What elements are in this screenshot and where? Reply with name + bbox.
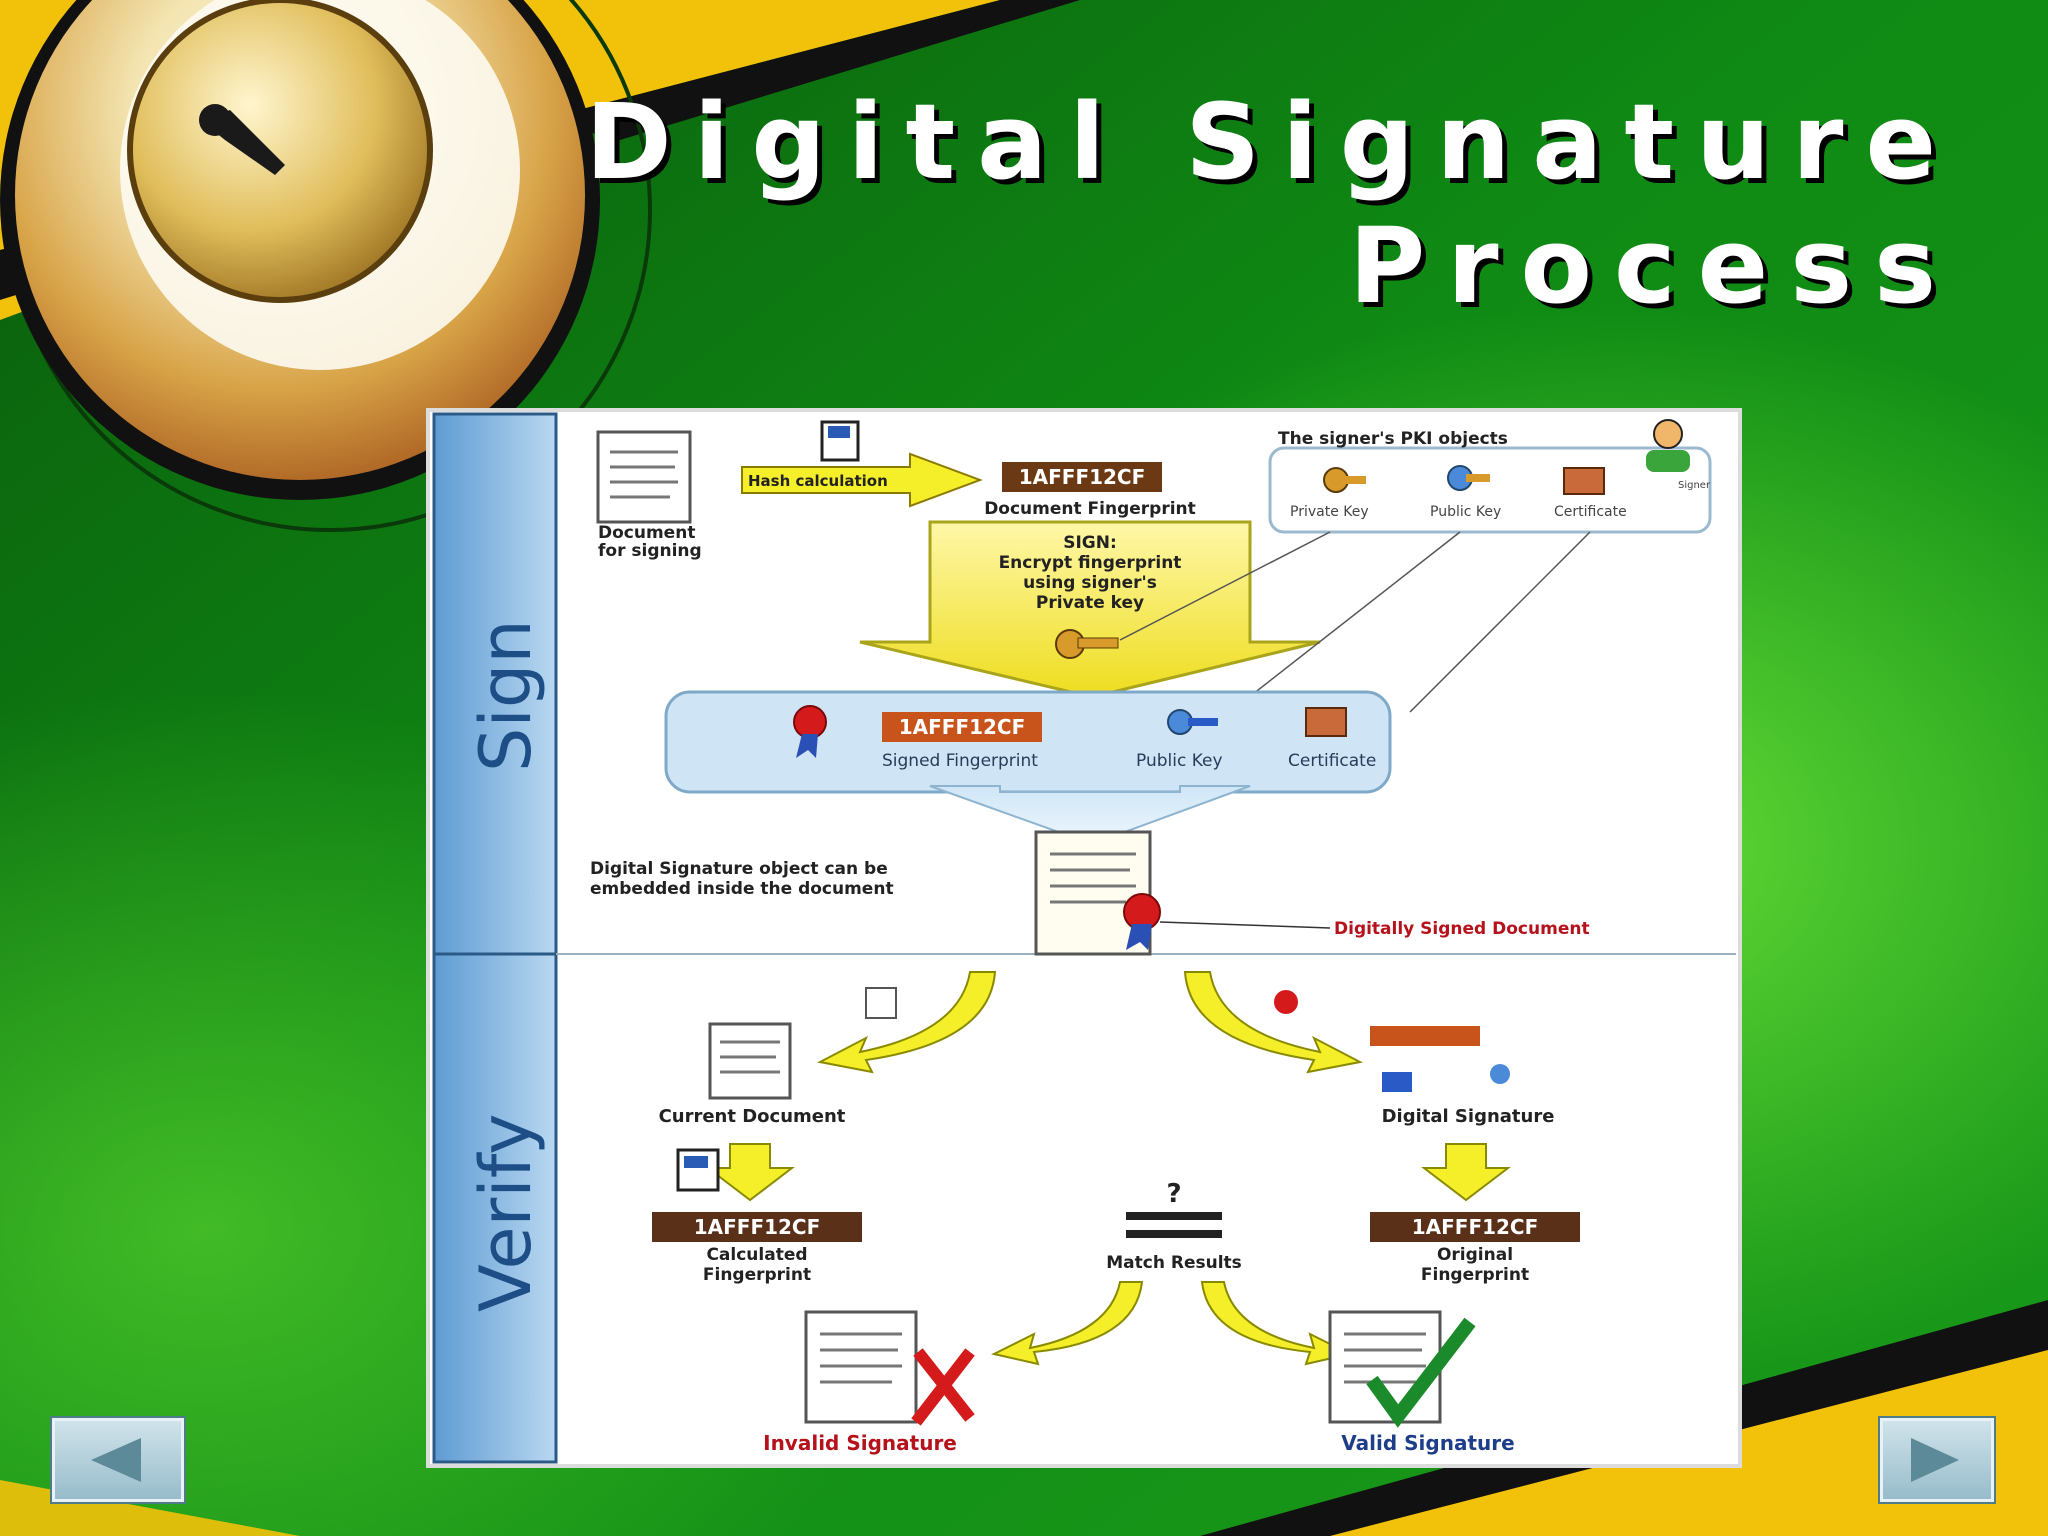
title-line-2: Process xyxy=(585,204,1958,328)
private-key-label: Private Key xyxy=(1290,504,1369,520)
sign-step-line1: SIGN: xyxy=(1063,533,1117,553)
down-arrow-right xyxy=(1424,1144,1508,1200)
sign-step-line3: using signer's xyxy=(1023,573,1157,593)
document-icon xyxy=(598,432,690,522)
mini-public-key-icon xyxy=(1490,1064,1510,1084)
equals-bar-bottom xyxy=(1126,1230,1222,1238)
triangle-right-icon xyxy=(1883,1421,1991,1499)
down-arrow-left xyxy=(708,1144,792,1200)
invalid-document-icon xyxy=(806,1312,916,1422)
calculator-icon xyxy=(822,422,858,460)
equals-bar-top xyxy=(1126,1212,1222,1220)
original-fingerprint-line1: Original xyxy=(1437,1245,1513,1265)
embed-note-line2: embedded inside the document xyxy=(590,879,894,899)
curved-arrow-left xyxy=(820,972,995,1072)
signed-fingerprint-label: Signed Fingerprint xyxy=(882,751,1038,771)
public-key-label-2: Public Key xyxy=(1136,751,1223,771)
match-results-label: Match Results xyxy=(1106,1253,1242,1273)
sign-step-line2: Encrypt fingerprint xyxy=(999,553,1182,573)
calculated-fingerprint-value: 1AFFF12CF xyxy=(694,1215,821,1239)
calculated-fingerprint-line2: Fingerprint xyxy=(703,1265,811,1285)
signed-document-icon xyxy=(1036,832,1160,954)
signer-label: Signer xyxy=(1678,480,1711,491)
original-fingerprint-line2: Fingerprint xyxy=(1421,1265,1529,1285)
embed-note-line1: Digital Signature object can be xyxy=(590,859,888,879)
document-for-signing-line1: Document xyxy=(598,523,695,543)
previous-slide-button[interactable] xyxy=(52,1418,184,1502)
calculator-icon-2 xyxy=(678,1150,718,1190)
certificate-label: Certificate xyxy=(1554,504,1627,520)
certificate-icon-2 xyxy=(1306,708,1346,736)
document-fingerprint-label: Document Fingerprint xyxy=(984,499,1196,519)
small-seal-icon xyxy=(1274,990,1298,1014)
current-document-label: Current Document xyxy=(659,1106,846,1127)
certificate-icon xyxy=(1564,468,1604,494)
original-fingerprint-value: 1AFFF12CF xyxy=(1412,1215,1539,1239)
sign-lane-label: Sign xyxy=(465,619,547,772)
match-question-mark: ? xyxy=(1166,1179,1181,1209)
curved-arrow-right xyxy=(1185,972,1360,1072)
digital-signature-label: Digital Signature xyxy=(1382,1106,1555,1127)
calculated-fingerprint-line1: Calculated xyxy=(706,1245,807,1265)
small-document-icon xyxy=(866,988,896,1018)
mini-certificate-icon xyxy=(1382,1072,1412,1092)
triangle-left-icon xyxy=(55,1421,181,1499)
current-document-icon xyxy=(710,1024,790,1098)
title-line-1: Digital Signature xyxy=(585,80,1958,204)
mini-fingerprint-box xyxy=(1370,1026,1480,1046)
slide-title: Digital Signature Process xyxy=(585,80,1958,328)
hash-calculation-label: Hash calculation xyxy=(748,472,888,490)
document-for-signing-line2: for signing xyxy=(598,541,702,561)
document-fingerprint-value: 1AFFF12CF xyxy=(1019,465,1146,489)
x-mark-icon xyxy=(916,1352,970,1422)
public-key-label: Public Key xyxy=(1430,504,1501,520)
invalid-signature-label: Invalid Signature xyxy=(763,1431,957,1455)
digital-signature-diagram: Sign Verify Document for signing Hash ca… xyxy=(426,408,1742,1468)
invalid-arrow xyxy=(994,1282,1142,1364)
sign-step-line4: Private key xyxy=(1036,593,1144,613)
valid-signature-label: Valid Signature xyxy=(1341,1431,1514,1455)
valid-arrow xyxy=(1202,1282,1350,1364)
next-slide-button[interactable] xyxy=(1880,1418,1994,1502)
signed-fingerprint-value: 1AFFF12CF xyxy=(899,715,1026,739)
certificate-label-2: Certificate xyxy=(1288,751,1376,771)
verify-lane-label: Verify xyxy=(465,1113,547,1312)
digitally-signed-document-label: Digitally Signed Document xyxy=(1334,919,1590,939)
signer-icon xyxy=(1646,420,1690,472)
pki-title: The signer's PKI objects xyxy=(1278,429,1508,449)
